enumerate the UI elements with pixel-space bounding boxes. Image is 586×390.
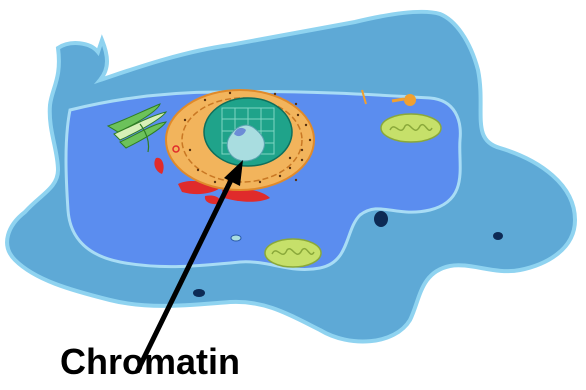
chromatin-label: Chromatin — [60, 344, 240, 380]
vacuole — [493, 232, 503, 240]
mitochondrion — [381, 114, 441, 142]
mitochondrion — [265, 239, 321, 267]
vacuole — [374, 211, 388, 227]
vacuole — [193, 289, 205, 297]
vesicle — [231, 235, 241, 241]
